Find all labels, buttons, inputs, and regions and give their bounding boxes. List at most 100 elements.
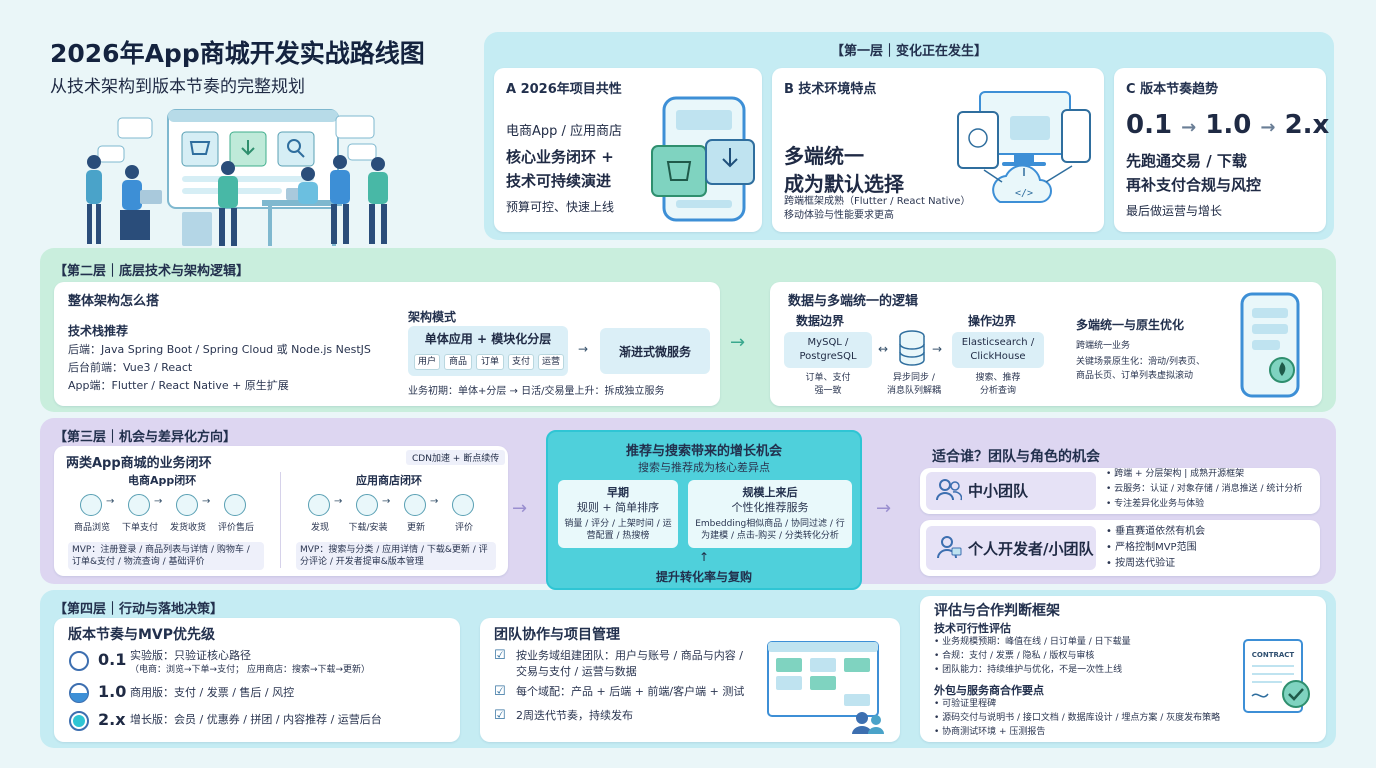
kanban-board-icon [766,640,890,736]
solo-line1: • 垂直赛道依然有机会 [1106,526,1206,537]
scale-title: 规模上来后 [742,486,798,499]
card-c-line2: 再补支付合规与风控 [1126,176,1262,194]
arrow-right-icon: → [106,496,115,507]
contract-icon [1238,636,1318,716]
arrow-right-icon: → [730,332,746,353]
cdn-badge: CDN加速 + 断点续传 [406,450,506,465]
card-a-title: A 2026年项目共性 [506,82,622,97]
card-c-line1: 先跑通交易 / 下载 [1126,152,1247,170]
card-a-line1: 电商App / 应用商店 [506,124,623,139]
scale-sub: 个性化推荐服务 [731,501,809,514]
card-c-title: C 版本节奏趋势 [1126,82,1219,97]
layer3-heading: 【第三层｜机会与差异化方向】 [54,430,237,445]
layer1-heading: 【第一层｜变化正在发生】 [830,44,987,59]
card-b-small2: 移动体验与性能要求更高 [784,210,894,221]
version-ring-half [68,682,90,704]
layer1-card-c: C 版本节奏趋势 0.1 → 1.0 → 2.x 先跑通交易 / 下载 再补支付… [1114,68,1329,232]
svg-text:</>: </> [1015,188,1033,199]
star-icon [452,494,474,516]
versions-title: 版本节奏与MVP优先级 [68,627,216,643]
version-2-x: 2.x [1284,110,1330,140]
check-icon: ☑ [494,684,506,699]
module-order: 订单 [476,354,504,370]
tech-line1: • 业务规模预期：峰值在线 / 日订单量 / 日下载量 [934,637,1131,647]
v10-label: 商用版：支付 / 发票 / 售后 / 风控 [130,686,295,699]
arrow-up-icon: ↑ [698,550,710,564]
data-card: 数据与多端统一的逻辑 数据边界 MySQL / PostgreSQL 订单、支付… [770,282,1322,406]
db-title: 数据边界 [796,314,845,328]
review-icon [224,494,246,516]
multi-line3: 商品长页、订单列表虚拟滚动 [1076,371,1194,381]
card-a-line4: 预算可控、快速上线 [506,200,615,214]
developer-icon [936,534,962,560]
store-step-4: 评价 [454,523,473,533]
v2x-ver: 2.x [98,710,126,729]
db-note1: 订单、支付 [805,373,851,383]
team-mgmt-title: 团队协作与项目管理 [494,627,620,643]
loops-card: 两类App商城的业务闭环 CDN加速 + 断点续传 电商App闭环 → → → … [54,446,508,576]
team-illustration [78,104,418,250]
refresh-icon [404,494,426,516]
ecom-step-1: 商品浏览 [73,523,110,533]
store-mvp: MVP：搜索与分类 / 应用详情 / 下载&更新 / 评分评论 / 开发者提审&… [296,542,496,570]
stack-title: 技术栈推荐 [68,324,129,338]
solo-label: 个人开发者/小团队 [968,540,1094,558]
team-item1a: 按业务域组建团队：用户与账号 / 商品与内容 / [516,649,743,662]
card-b-big2: 成为默认选择 [784,172,904,196]
store-step-2: 下载/安装 [348,523,388,533]
multi-device-icon: </> [954,86,1094,222]
ops-note2: 分析查询 [979,386,1016,396]
stack-backend: 后端：Java Spring Boot / Spring Cloud 或 Nod… [68,343,371,356]
check-icon: ☑ [494,708,506,723]
card-b-small1: 跨端框架成熟（Flutter / React Native） [784,196,971,207]
scale-box [688,480,852,548]
arrow-right-icon: → [334,496,343,507]
card-b-title: B 技术环境特点 [784,82,877,97]
v01-note: （电商：浏览→下单→支付； 应用商店：搜索→下载→更新） [130,665,371,675]
growth-subtitle: 搜索与推荐成为核心差异点 [638,461,770,474]
module-product: 商品 [444,354,472,370]
version-flow: 0.1 → 1.0 → 2.x [1126,110,1329,140]
arrow-right-icon: → [578,342,589,356]
v01-ver: 0.1 [98,650,127,669]
fit-title: 适合谁？团队与角色的机会 [932,449,1100,465]
eval-card: 评估与合作判断框架 技术可行性评估 • 业务规模预期：峰值在线 / 日订单量 /… [920,596,1326,742]
team-item2: 每个域配：产品 + 后端 + 前端/客户端 + 测试 [516,685,745,698]
team-line2: • 云服务：认证 / 对象存储 / 消息推送 / 统计分析 [1106,484,1303,494]
out-line3: • 协商测试环境 + 压测报告 [934,727,1046,737]
multi-line1: 跨端统一业务 [1076,341,1131,351]
layer2-heading: 【第二层｜底层技术与架构逻辑】 [54,264,250,279]
scale-note: Embedding相似商品 / 协同过滤 / 行为建模 / 点击-购买 / 分类… [695,519,845,541]
multi-title: 多端统一与原生优化 [1076,318,1185,332]
database-icon [898,330,926,366]
team-item1b: 交易与支付 / 运营与数据 [516,665,637,678]
arrow-right-icon: → [876,498,892,519]
store-step-3: 更新 [406,523,425,533]
card-a-line3: 技术可持续演进 [506,172,612,190]
module-payment: 支付 [508,354,534,370]
outsource-title: 外包与服务商合作要点 [934,684,1044,697]
growth-card: 推荐与搜索带来的增长机会 搜索与推荐成为核心差异点 早期 规则 + 简单排序 销… [546,430,862,590]
team-badge [926,472,1096,510]
db-box-label: MySQL / PostgreSQL [799,337,857,362]
v10-ver: 1.0 [98,682,127,701]
loops-title: 两类App商城的业务闭环 [66,456,212,471]
growth-footer: 提升转化率与复购 [655,570,752,584]
team-icon [936,478,962,502]
team-line1: • 跨端 + 分层架构 | 成熟开源框架 [1106,469,1245,479]
stack-admin: 后台前端：Vue3 / React [68,361,193,374]
mode-title: 架构模式 [408,310,457,324]
sync-note2: 消息队列解耦 [886,386,941,396]
page-subtitle: 从技术架构到版本节奏的完整规划 [50,77,305,97]
ecom-mvp: MVP：注册登录 / 商品列表与详情 / 购物车 / 订单&支付 / 物流查询 … [68,542,264,570]
multi-line2: 关键场景原生化：滑动/列表页、 [1076,357,1206,367]
version-ring-full [68,710,90,732]
bidirectional-arrow-icon: ↔ [878,342,889,356]
layer4-heading: 【第四层｜行动与落地决策】 [54,602,224,617]
v01-label: 实验版：只验证核心路径 [130,649,251,662]
phone-shopping-icon [650,96,758,224]
out-line1: • 可验证里程碑 [934,699,997,709]
card-a-line2: 核心业务闭环 + [506,148,614,166]
evolution-note: 业务初期：单体+分层 → 日活/交易量上升：拆成独立服务 [408,386,665,397]
phone-native-icon [1238,292,1302,400]
